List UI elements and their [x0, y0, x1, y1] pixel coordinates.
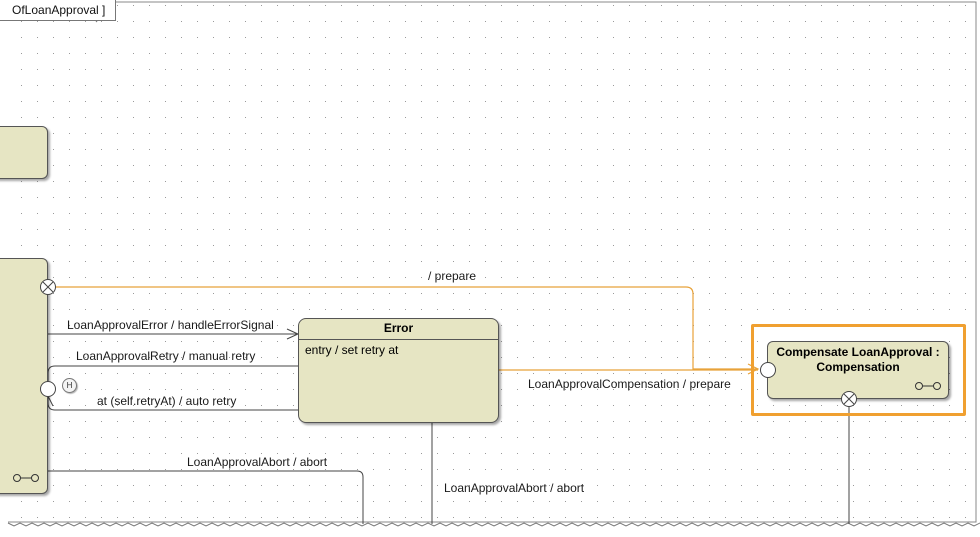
auto-retry-transition-line	[47, 396, 298, 411]
left-state-composite[interactable]	[0, 258, 48, 494]
entry-point-icon[interactable]	[39, 380, 57, 398]
manual-retry-transition-label[interactable]: LoanApprovalRetry / manual retry	[76, 349, 256, 363]
compensation-exit-point-icon[interactable]	[840, 390, 858, 408]
composite-state-icon	[915, 382, 941, 390]
error-state-name: Error	[383, 321, 414, 335]
frame-title: OfLoanApproval ]	[12, 3, 106, 17]
frame-border	[8, 1, 977, 523]
abort-left-transition-label[interactable]: LoanApprovalAbort / abort	[187, 455, 328, 469]
compensation-entry-point-icon[interactable]	[759, 361, 777, 379]
error-signal-transition-label[interactable]: LoanApprovalError / handleErrorSignal	[67, 318, 274, 332]
error-state-entry-action: entry / set retry at	[305, 343, 399, 357]
exit-point-icon[interactable]	[39, 278, 57, 296]
error-state[interactable]: Error entry / set retry at	[298, 318, 499, 423]
history-marker-label: H	[66, 381, 73, 390]
prepare-transition-line	[56, 286, 758, 370]
grid-background	[8, 2, 978, 523]
torn-edge	[7, 522, 980, 527]
selection-highlight	[751, 324, 966, 416]
auto-retry-transition-label[interactable]: at (self.retryAt) / auto retry	[97, 394, 237, 408]
frame-title-tab: OfLoanApproval ]	[0, 0, 117, 21]
history-marker[interactable]: H	[62, 378, 77, 393]
manual-retry-transition-line	[47, 365, 298, 381]
compensation-transition-label[interactable]: LoanApprovalCompensation / prepare	[528, 377, 731, 391]
abort-left-transition-line	[48, 470, 364, 524]
error-state-divider	[299, 339, 498, 340]
left-state-top[interactable]	[0, 126, 48, 179]
abort-error-transition-label[interactable]: LoanApprovalAbort / abort	[444, 481, 585, 495]
composite-state-icon	[13, 474, 39, 482]
prepare-transition-label[interactable]: / prepare	[428, 269, 477, 283]
compensation-state-name: Compensate LoanApproval : Compensation	[776, 345, 940, 374]
compensation-state[interactable]: Compensate LoanApproval : Compensation	[767, 341, 949, 399]
